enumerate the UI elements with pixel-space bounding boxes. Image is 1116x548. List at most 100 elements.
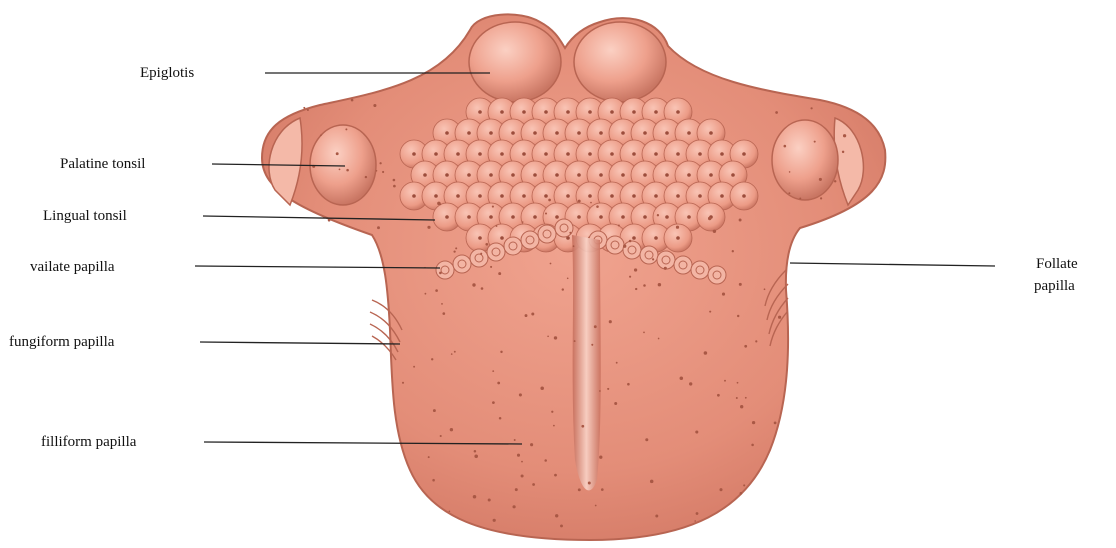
surface-dot xyxy=(427,226,430,229)
surface-dot xyxy=(810,107,812,109)
tonsil-crypt xyxy=(500,152,504,156)
surface-dot xyxy=(843,134,846,137)
surface-dot xyxy=(402,382,404,384)
surface-dot xyxy=(596,205,599,208)
surface-dot xyxy=(627,383,630,386)
vallate-papilla xyxy=(674,256,692,274)
surface-dot xyxy=(473,495,477,499)
surface-dot xyxy=(393,179,396,182)
tonsil-crypt xyxy=(478,236,482,240)
surface-dot xyxy=(652,258,654,260)
tonsil-crypt xyxy=(621,173,625,177)
surface-dot xyxy=(569,232,571,234)
surface-dot xyxy=(799,198,801,200)
surface-dot xyxy=(788,192,790,194)
surface-dot xyxy=(474,455,478,459)
tonsil-crypt xyxy=(654,110,658,114)
surface-dot xyxy=(496,225,498,227)
tonsil-crypt xyxy=(577,215,581,219)
surface-dot xyxy=(629,276,631,278)
tonsil-crypt xyxy=(720,152,724,156)
surface-dot xyxy=(554,336,557,339)
tonsil-crypt xyxy=(731,173,735,177)
surface-dot xyxy=(514,439,516,441)
surface-dot xyxy=(413,366,415,368)
vallate-papilla xyxy=(436,261,454,279)
surface-dot xyxy=(377,226,380,229)
surface-dot xyxy=(454,351,456,353)
surface-dot xyxy=(778,316,781,319)
surface-dot xyxy=(599,390,601,392)
surface-dot xyxy=(351,99,354,102)
tonsil-crypt xyxy=(709,131,713,135)
surface-dot xyxy=(547,335,549,337)
surface-dot xyxy=(581,425,584,428)
surface-dot xyxy=(689,382,692,385)
surface-dot xyxy=(814,141,816,143)
tonsil-crypt xyxy=(588,194,592,198)
label-epiglottis: Epiglotis xyxy=(140,65,194,81)
surface-dot xyxy=(775,111,778,114)
surface-dot xyxy=(588,482,591,485)
tonsil-crypt xyxy=(566,152,570,156)
surface-dot xyxy=(594,325,597,328)
surface-dot xyxy=(540,387,544,391)
surface-dot xyxy=(455,247,457,249)
foliate-papilla-leader xyxy=(790,263,995,266)
vallate-papilla xyxy=(657,251,675,269)
tonsil-crypt xyxy=(423,173,427,177)
vallate-papilla xyxy=(470,249,488,267)
tonsil-crypt xyxy=(720,194,724,198)
surface-dot xyxy=(515,488,518,491)
surface-dot xyxy=(664,267,667,270)
tonsil-crypt xyxy=(577,131,581,135)
surface-dot xyxy=(578,488,581,491)
surface-dot xyxy=(345,128,347,130)
surface-dot xyxy=(609,320,612,323)
label-foliate-papilla-line1: Follate xyxy=(1036,256,1078,272)
tonsil-crypt xyxy=(544,110,548,114)
surface-dot xyxy=(774,422,777,425)
surface-dot xyxy=(708,217,711,220)
surface-dot xyxy=(704,351,708,355)
surface-dot xyxy=(645,438,648,441)
surface-dot xyxy=(784,145,787,148)
tonsil-crypt xyxy=(654,194,658,198)
surface-dot xyxy=(481,287,484,290)
surface-dot xyxy=(752,421,755,424)
surface-dot xyxy=(591,344,593,346)
surface-dot xyxy=(450,428,453,431)
surface-dot xyxy=(485,243,488,246)
tonsil-crypt xyxy=(643,215,647,219)
surface-dot xyxy=(789,171,791,173)
surface-dot xyxy=(393,185,396,188)
surface-dot xyxy=(842,151,844,153)
tonsil-crypt xyxy=(599,173,603,177)
tonsil-crypt xyxy=(687,131,691,135)
surface-dot xyxy=(490,266,492,268)
tonsil-crypt xyxy=(643,173,647,177)
tonsil-crypt xyxy=(533,215,537,219)
surface-dot xyxy=(531,313,534,316)
surface-dot xyxy=(532,483,535,486)
surface-dot xyxy=(307,109,309,111)
median-sulcus xyxy=(572,235,601,490)
surface-dot xyxy=(650,480,654,484)
label-lingual-tonsil: Lingual tonsil xyxy=(43,208,127,224)
lingual-tonsil-cluster xyxy=(400,98,758,252)
tonsil-crypt xyxy=(676,236,680,240)
tonsil-crypt xyxy=(489,215,493,219)
surface-dot xyxy=(601,488,604,491)
surface-dot xyxy=(694,520,696,522)
tonsil-crypt xyxy=(676,194,680,198)
tonsil-crypt xyxy=(511,173,515,177)
surface-dot xyxy=(554,474,557,477)
tonsil-crypt xyxy=(500,236,504,240)
surface-dot xyxy=(492,401,495,404)
surface-dot xyxy=(658,283,661,286)
tonsil-crypt xyxy=(489,131,493,135)
tonsil-crypt xyxy=(687,173,691,177)
surface-dot xyxy=(595,505,597,507)
surface-dot xyxy=(493,519,496,522)
tonsil-crypt xyxy=(610,194,614,198)
